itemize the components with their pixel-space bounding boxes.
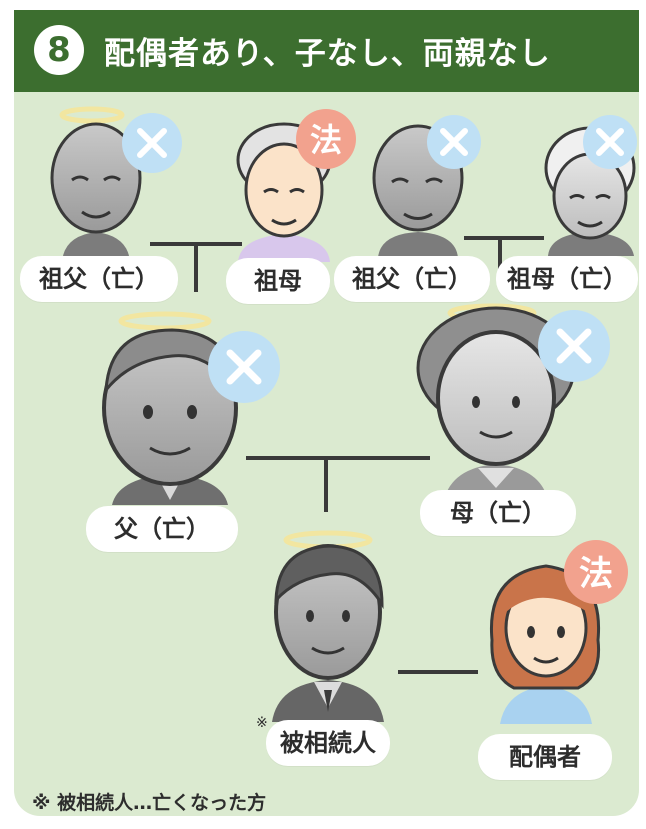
halo-icon (59, 106, 125, 124)
legal-heir-badge-text: 法 (579, 554, 613, 594)
footnote: ※ 被相続人…亡くなった方 (32, 792, 267, 814)
case-number-badge: 8 (34, 25, 84, 75)
asterisk-mark: ※ (256, 715, 268, 731)
label-spouse: 配偶者 (478, 734, 612, 780)
label-mother: 母（亡） (420, 490, 576, 536)
legal-heir-badge-icon: 法 (564, 540, 628, 604)
deceased-x-icon (538, 310, 610, 382)
spouse-figure (489, 564, 601, 724)
halo-icon (118, 311, 212, 331)
deceased-x-icon (122, 113, 182, 173)
deceased-x-icon (208, 331, 280, 403)
label-maternal-grandfather: 祖父（亡） (334, 256, 490, 302)
legal-heir-badge-text: 法 (310, 121, 342, 159)
legal-heir-badge-icon: 法 (296, 109, 356, 169)
label-paternal-grandmother: 祖母 (226, 258, 330, 304)
paternal-grandfather-figure (50, 106, 142, 262)
deceased-x-icon (583, 115, 637, 169)
header-bar (14, 10, 639, 92)
paternal-grandmother-figure (236, 122, 332, 262)
deceased-x-icon (427, 115, 481, 169)
label-paternal-grandfather: 祖父（亡） (20, 256, 178, 302)
label-father: 父（亡） (86, 506, 238, 552)
page-title: 配偶者あり、子なし、両親なし (104, 36, 551, 72)
label-decedent: 被相続人 (266, 720, 390, 766)
decedent-figure (272, 530, 384, 722)
father-figure (102, 311, 238, 505)
label-maternal-grandmother: 祖母（亡） (496, 256, 638, 302)
